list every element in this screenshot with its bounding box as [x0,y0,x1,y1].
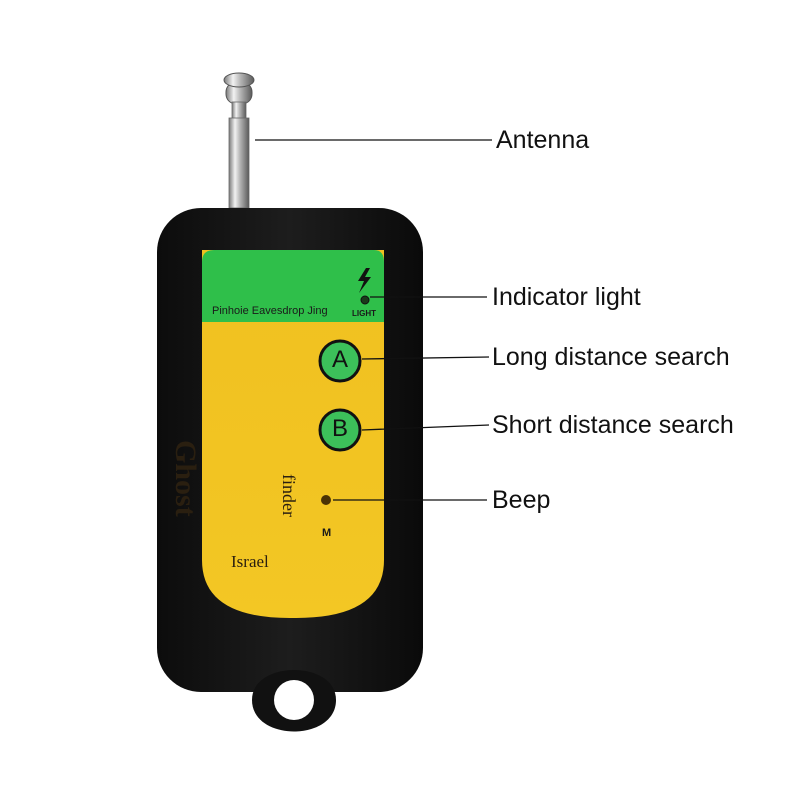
device-origin: Israel [231,552,269,571]
brand-line: Pinhoie Eavesdrop Jing [212,305,328,317]
button-a-label: A [331,346,348,373]
short-distance-callout: Short distance search [492,411,734,439]
callout-lines [255,139,492,501]
lightning-icon [358,268,371,293]
long-distance-callout-line [361,356,490,360]
antenna-callout: Antenna [496,126,590,154]
antenna-icon [223,72,255,209]
short-distance-search-button[interactable] [318,408,362,452]
beep-speaker-icon [321,495,331,505]
beep-label: M [322,527,332,539]
light-label: LIGHT [352,309,376,318]
device-name-word2: finder [279,474,299,517]
button-b-label: B [331,415,348,442]
long-distance-search-button[interactable] [318,339,362,383]
short-distance-callout-line [361,424,490,431]
device-name-word1: Ghost [169,440,202,517]
beep-callout: Beep [492,486,551,514]
long-distance-callout: Long distance search [492,343,730,371]
indicator-light-icon [360,295,370,305]
indicator-light-callout: Indicator light [492,283,641,311]
